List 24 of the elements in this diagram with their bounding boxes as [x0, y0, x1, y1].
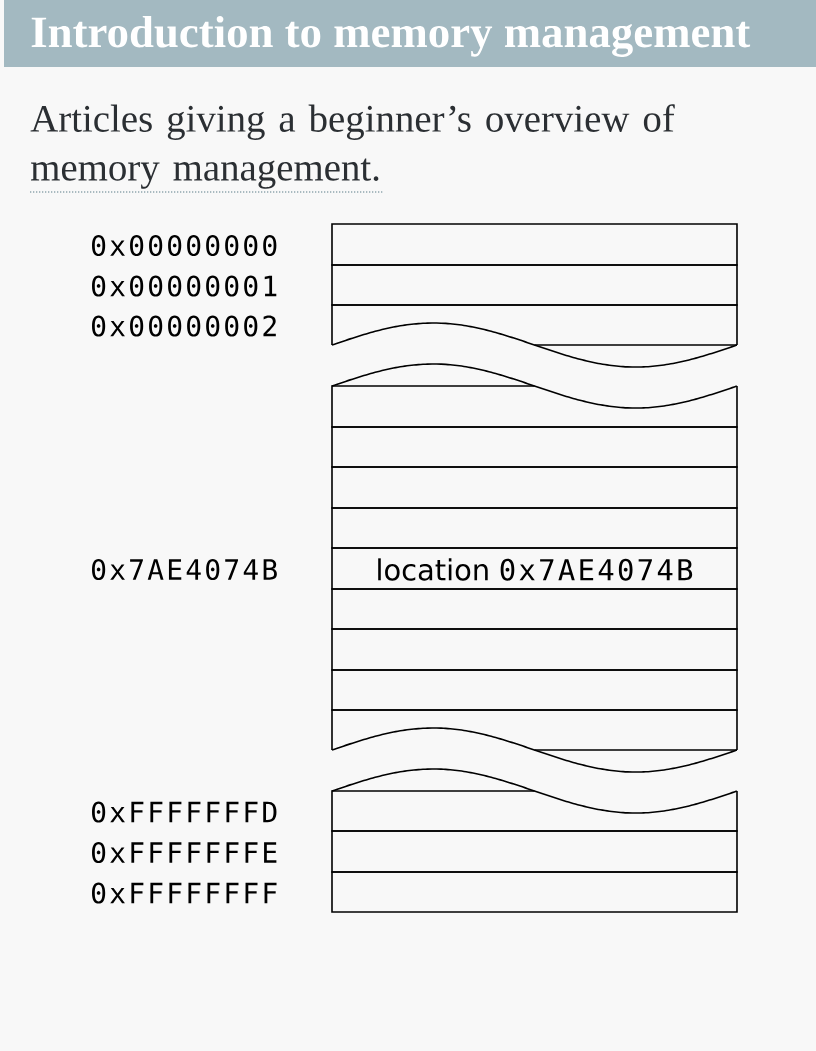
- address-label: 0x00000000: [92, 234, 277, 257]
- memory-cell: [331, 385, 738, 428]
- address-label: 0xFFFFFFFD: [92, 801, 277, 823]
- address-label: 0x7AE4074B: [92, 558, 277, 581]
- memory-cell: [331, 790, 738, 832]
- memory-cell: [331, 830, 738, 873]
- memory-cell: [331, 588, 738, 630]
- address-label: 0x00000001: [92, 275, 277, 297]
- memory-cell: [331, 223, 738, 266]
- memory-cell: [331, 871, 738, 913]
- title-banner: Introduction to memory management: [4, 0, 816, 67]
- memory-cell: [331, 426, 738, 468]
- memory-cell: [331, 304, 738, 346]
- memory-cell: [331, 628, 738, 671]
- address-label: 0xFFFFFFFF: [92, 882, 277, 904]
- memory-cell: [331, 264, 738, 306]
- memory-cell: [331, 709, 738, 751]
- intro-text: Articles giving a beginner’s overview of memory management.: [30, 104, 675, 189]
- address-label: 0x00000002: [92, 315, 276, 337]
- memory-cell: location 0x7AE4074B: [331, 547, 738, 590]
- address-label: 0xFFFFFFFE: [92, 841, 277, 864]
- memory-cell: [331, 466, 738, 509]
- memory-cell: [331, 507, 738, 549]
- memory-cell: [331, 669, 738, 711]
